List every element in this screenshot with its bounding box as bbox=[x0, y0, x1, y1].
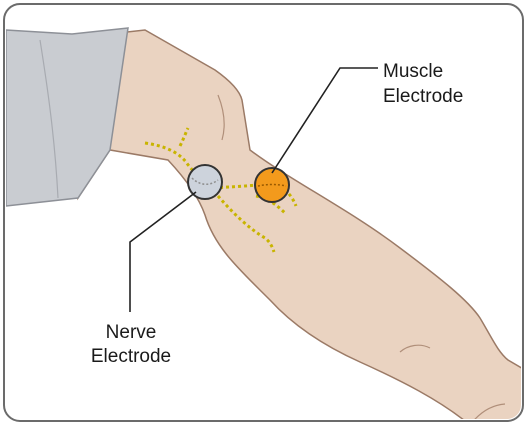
muscle-electrode-label-line2: Electrode bbox=[383, 86, 463, 107]
nerve-electrode-label-line2: Electrode bbox=[91, 346, 171, 367]
muscle-electrode-label-line1: Muscle bbox=[383, 61, 443, 82]
muscle-electrode-icon bbox=[255, 168, 289, 202]
nerve-electrode-label-line1: Nerve bbox=[106, 322, 157, 343]
